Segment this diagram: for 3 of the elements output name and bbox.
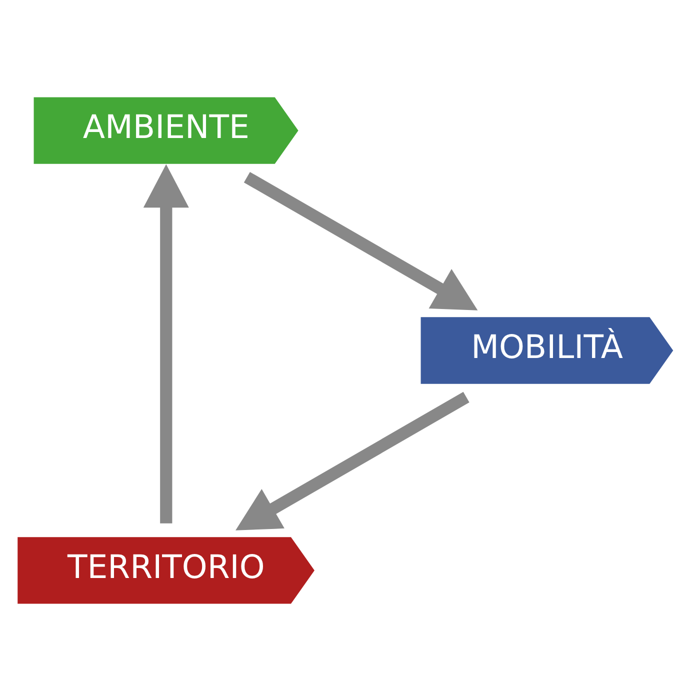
arrow — [143, 164, 189, 523]
arrow — [236, 391, 470, 530]
arrow — [244, 171, 478, 310]
